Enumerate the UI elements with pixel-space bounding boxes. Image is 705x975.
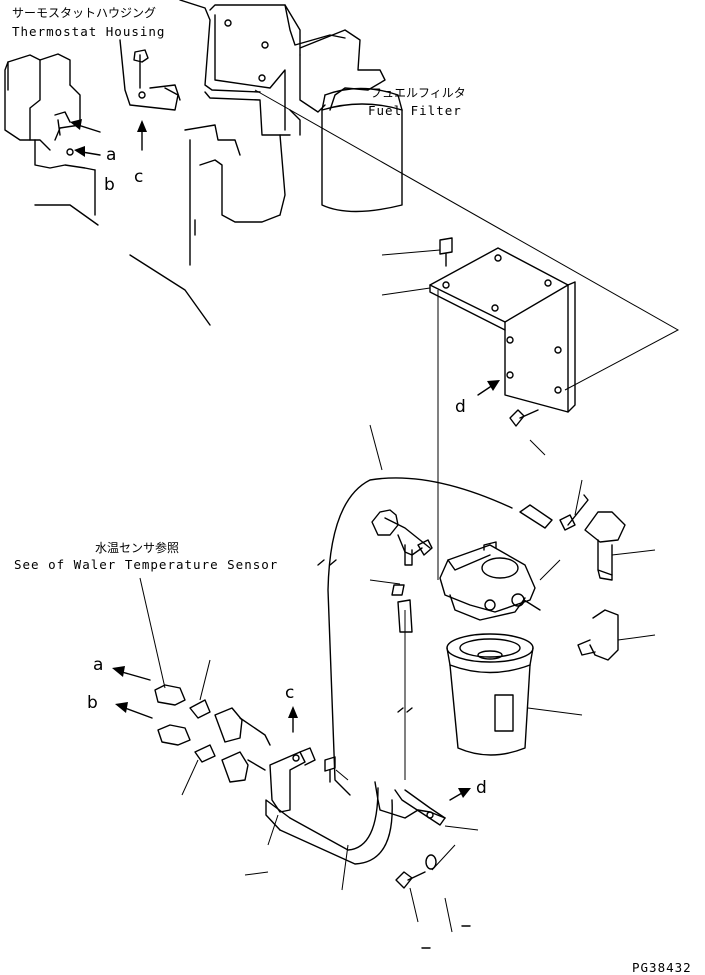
thermostat-housing-en-label: Thermostat Housing xyxy=(12,24,165,39)
thermostat-housing-jp-label: サーモスタットハウジング xyxy=(12,6,156,20)
fuel-filter-top xyxy=(321,87,403,213)
lower-pipe xyxy=(265,747,446,889)
marker-c-top: c xyxy=(134,167,143,187)
priming-pump-left xyxy=(371,509,433,596)
filter-head xyxy=(439,541,541,621)
fuel-filter-jp-label: フュエルフィルタ xyxy=(370,86,466,100)
priming-pump-right xyxy=(519,494,626,661)
water-sensor-en-label: See of Waler Temperature Sensor xyxy=(14,557,278,572)
marker-a-top: a xyxy=(106,145,116,165)
drawing-code: PG38432 xyxy=(632,960,692,975)
leader-lines xyxy=(139,249,656,933)
bracket xyxy=(429,237,576,427)
marker-a-left: a xyxy=(93,655,103,675)
arrows xyxy=(70,119,500,801)
fuel-filter-en-label: Fuel Filter xyxy=(368,103,462,118)
guide-lines xyxy=(254,89,680,580)
engine-ports xyxy=(57,119,74,156)
marker-d-right: d xyxy=(476,778,487,798)
marker-d-mid: d xyxy=(455,397,466,417)
marker-b-top: b xyxy=(104,175,115,195)
marker-c-mid: c xyxy=(285,683,294,703)
engine-block-outline xyxy=(4,0,386,326)
fuel-hoses xyxy=(317,477,513,796)
filter-cartridge xyxy=(446,633,534,756)
water-pipes xyxy=(154,684,271,783)
marker-b-left: b xyxy=(87,693,98,713)
water-sensor-jp-label: 水温センサ参照 xyxy=(95,540,179,555)
